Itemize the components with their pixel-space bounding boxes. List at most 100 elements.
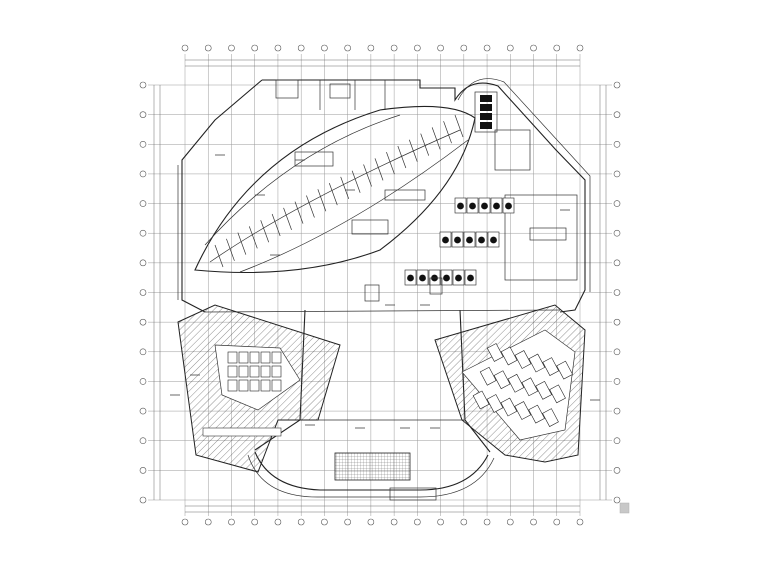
- axis-bubble-left: [139, 259, 147, 267]
- atrium-rib: [431, 127, 441, 150]
- right-wing-cell: [500, 346, 518, 366]
- axis-bubble-bottom: [251, 518, 259, 526]
- central-rooms: [364, 129, 578, 302]
- atrium-rib: [237, 232, 247, 255]
- left-wing-cell: [238, 379, 249, 392]
- fixture-dot: [481, 202, 488, 210]
- atrium-rib: [226, 238, 235, 261]
- atrium-rib: [294, 201, 304, 224]
- right-wing-cell: [542, 357, 560, 376]
- axis-bubble-right: [613, 437, 621, 445]
- core-cell: [480, 113, 492, 120]
- fixture-dot: [407, 274, 414, 282]
- core-cell: [480, 95, 492, 102]
- fixture-dot: [478, 236, 485, 244]
- fixture-dot: [490, 236, 497, 244]
- left-wing-cell: [271, 379, 282, 392]
- fixture-dot: [419, 274, 426, 282]
- axis-bubble-top: [483, 44, 491, 52]
- axis-bubble-right: [613, 318, 621, 326]
- axis-bubble-left: [139, 378, 147, 385]
- axis-bubble-bottom: [414, 518, 421, 526]
- atrium-rib: [443, 121, 452, 144]
- axis-bubble-top: [181, 44, 189, 52]
- axis-bubble-left: [139, 289, 147, 296]
- left-wing-cell: [260, 379, 271, 392]
- axis-bubble-left: [139, 170, 147, 178]
- atrium-rib: [306, 195, 315, 218]
- axis-bubble-top: [297, 44, 305, 52]
- atrium-rib: [317, 189, 327, 212]
- axis-bubble-left: [139, 407, 147, 415]
- axis-bubble-top: [390, 44, 398, 52]
- axis-bubble-bottom: [204, 518, 212, 526]
- right-core: [474, 91, 498, 133]
- axis-bubble-bottom: [553, 518, 561, 526]
- left-wing-cell: [271, 365, 282, 378]
- axis-bubble-top: [204, 44, 212, 52]
- axis-bubble-top: [414, 44, 421, 52]
- atrium-rib: [283, 207, 292, 230]
- axis-bubble-right: [613, 170, 621, 178]
- axis-bubble-bottom: [228, 518, 235, 526]
- axis-bubble-right: [613, 259, 621, 267]
- axis-bubble-left: [139, 140, 147, 148]
- right-wing-cell: [514, 350, 532, 369]
- right-wing-cell: [500, 397, 518, 417]
- atrium-rib: [351, 170, 361, 193]
- fixture-dot: [493, 202, 500, 210]
- axis-bubble-right: [613, 229, 621, 237]
- axis-bubble-top: [530, 44, 537, 52]
- atrium-rib: [214, 244, 224, 268]
- axis-bubble-bottom: [460, 518, 468, 526]
- axis-bubble-bottom: [344, 518, 351, 526]
- axis-bubble-left: [139, 467, 147, 474]
- axis-bubble-top: [344, 44, 351, 52]
- room-tags: [170, 154, 600, 429]
- axis-bubble-bottom: [576, 518, 584, 526]
- axis-bubble-bottom: [367, 518, 375, 526]
- right-wing-cell: [556, 360, 573, 380]
- right-wing-cell: [514, 401, 532, 420]
- left-wing-cell: [249, 365, 260, 378]
- axis-bubble-top: [228, 44, 235, 52]
- axis-bubble-top: [553, 44, 561, 52]
- axis-bubble-top: [274, 44, 282, 52]
- axis-bubble-right: [613, 378, 621, 385]
- fixture-dot: [454, 236, 461, 244]
- atrium-rib: [420, 133, 430, 156]
- axis-bubble-bottom: [437, 518, 444, 526]
- right-wing-cell: [486, 394, 504, 413]
- atrium-rib: [248, 226, 258, 249]
- fixture-dot: [457, 202, 464, 210]
- axis-bubble-bottom: [483, 518, 491, 526]
- axis-bubble-top: [576, 44, 584, 52]
- right-wing-cell: [472, 390, 490, 410]
- fixture-dot: [455, 274, 462, 282]
- axis-bubble-top: [506, 44, 514, 52]
- axis-bubble-left: [139, 81, 147, 89]
- axis-bubble-top: [251, 44, 259, 52]
- left-wing-cell: [227, 365, 238, 378]
- atrium-rib: [328, 182, 338, 206]
- axis-bubble-top: [367, 44, 375, 52]
- axis-bubble-right: [613, 348, 621, 356]
- fixture-dot: [442, 236, 449, 244]
- left-wing-cell: [260, 351, 271, 364]
- axis-bubble-left: [139, 437, 147, 445]
- core-cell: [480, 122, 492, 129]
- atrium-rib: [271, 213, 281, 237]
- right-wing-cell: [521, 377, 539, 397]
- leaf-atrium: [194, 105, 476, 273]
- atrium-rib: [386, 152, 395, 175]
- axis-bubble-right: [613, 111, 621, 118]
- right-wing-cell: [528, 353, 546, 373]
- fixture-dot: [505, 202, 512, 210]
- right-wing: [434, 304, 586, 463]
- right-wing-cell: [528, 404, 545, 424]
- axis-bubbles: [139, 44, 621, 526]
- left-wing-cell: [227, 379, 238, 392]
- gray-square-icon[interactable]: [619, 502, 630, 514]
- axis-bubble-left: [139, 200, 147, 207]
- axis-bubble-right: [613, 140, 621, 148]
